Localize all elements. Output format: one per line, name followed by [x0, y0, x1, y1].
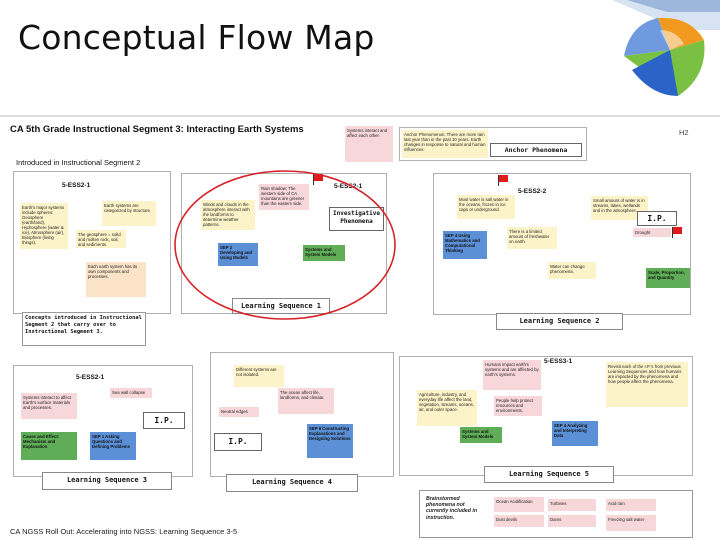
- company-logo: [612, 0, 720, 96]
- ls5-standard-code: 5-ESS3-1: [544, 358, 573, 365]
- is2-structure-note: Earth systems are categorized by structu…: [102, 201, 156, 226]
- legend-item: Dams: [548, 515, 596, 527]
- ls2-salt-water-note: Most water is salt water in the oceans, …: [457, 195, 515, 219]
- flag-icon: [314, 174, 323, 181]
- is2-standard-code: 5-ESS2-1: [62, 182, 91, 189]
- ls5-systems-box: Systems and System Models: [460, 427, 502, 443]
- learning-sequence-2-label: Learning Sequence 2: [496, 313, 623, 330]
- page-tag: H2: [679, 128, 689, 137]
- ls1-weather-note: Winds and clouds in the atmosphere inter…: [201, 200, 255, 230]
- segment-header: CA 5th Grade Instructional Segment 3: In…: [10, 124, 304, 135]
- learning-sequence-4-label: Learning Sequence 4: [226, 474, 358, 492]
- footer-caption: CA NGSS Roll Out: Accelerating into NGSS…: [10, 527, 238, 536]
- page-title: Conceptual Flow Map: [18, 18, 375, 57]
- flag-icon: [673, 227, 682, 234]
- ls4-neutral-edges-note: Neutral edges: [219, 407, 259, 417]
- learning-sequence-3-label: Learning Sequence 3: [42, 472, 172, 490]
- ls3-sep1-box: SEP 1 Asking Questions and Defining Prob…: [90, 432, 136, 460]
- ls5-revisit-note: Revisit each of the I.P.'s from previous…: [606, 362, 688, 407]
- ls2-water-change-note: Water can change phenomena.: [548, 262, 596, 279]
- flag-pole: [672, 227, 673, 238]
- ls2-freshwater-note: There is a limited amount of freshwater …: [507, 227, 557, 249]
- ls3-systems-note: Systems interact to affect Earth's surfa…: [21, 393, 77, 419]
- learning-sequence-1-label: Learning Sequence 1: [232, 298, 330, 314]
- anchor-phenomenon-note: Anchor Phenomenon: There are more rain l…: [402, 130, 488, 158]
- flag-icon: [499, 175, 508, 182]
- ls2-scale-box: Scale, Proportion, and Quantity: [646, 268, 690, 288]
- learning-sequence-5-label: Learning Sequence 5: [484, 466, 614, 483]
- legend-item: Freezing salt water: [606, 515, 656, 531]
- systems-interact-note: Systems interact and affect each other.: [345, 126, 393, 162]
- legend-item: Acid rain: [606, 499, 656, 511]
- concepts-carryover-box: Concepts introduced in Instructional Seg…: [22, 312, 146, 346]
- ls3-seawall-note: Sea wall collapse: [110, 388, 152, 398]
- legend-item: Turbines: [548, 499, 596, 511]
- intro-label: Introduced in Instructional Segment 2: [16, 158, 141, 167]
- ls2-ip-label: I.P.: [637, 211, 677, 226]
- ls5-sep4-box: SEP 4 Analyzing and Interpreting Data: [552, 421, 598, 446]
- ls1-rain-shadow-note: Rain shadow: The western side of CA moun…: [259, 184, 309, 210]
- ls1-standard-code: 5-ESS2-1: [334, 183, 363, 190]
- ls4-systems-note: Different systems are not isolated.: [234, 365, 284, 387]
- ls3-ip-label: I.P.: [143, 412, 185, 429]
- ls5-agriculture-note: Agriculture, industry, and everyday life…: [417, 390, 477, 426]
- legend-item: Ocean Acidification: [494, 497, 544, 512]
- is2-components-note: Each earth system has its own components…: [86, 262, 146, 297]
- ls4-sep6-box: SEP 6 Constructing Explanations and Desi…: [307, 424, 353, 458]
- ls4-ocean-note: The ocean affect life, landforms, and cl…: [278, 388, 334, 414]
- ls5-protect-note: People help protect resources and enviro…: [494, 396, 542, 416]
- ls1-sep2-box: SEP 2 Developing and Using Models: [218, 243, 258, 266]
- flag-pole: [498, 175, 499, 186]
- ls2-sep4-box: SEP 4 Using Mathematics and Computationa…: [443, 231, 487, 259]
- ls1-investigative-phenomena: Investigative Phenomena: [329, 207, 384, 231]
- anchor-phenomena-label: Anchor Phenomena: [490, 143, 582, 157]
- ls1-systems-box: Systems and System Models: [303, 245, 345, 261]
- is2-spheres-note: Earth's major systems include spheres: G…: [20, 203, 68, 249]
- highlight-ellipse: [174, 170, 396, 320]
- ls2-standard-code: 5-ESS2-2: [518, 188, 547, 195]
- flag-pole: [313, 174, 314, 185]
- is2-geosphere-note: The geosphere = solid and molten rock, s…: [76, 230, 126, 248]
- ls3-cause-effect-box: Cause and Effect: Mechanism and Explanat…: [21, 432, 77, 460]
- ls4-ip-label: I.P.: [214, 433, 262, 451]
- title-divider: [0, 115, 720, 117]
- ls2-drought-note: Drought: [633, 228, 671, 237]
- legend-title: Brainstormed phenomena not currently inc…: [426, 496, 478, 521]
- legend-item: Dust devils: [494, 515, 544, 527]
- ls5-humans-impact-note: Humans impact earth's systems and are af…: [483, 360, 541, 390]
- ls3-standard-code: 5-ESS2-1: [76, 374, 105, 381]
